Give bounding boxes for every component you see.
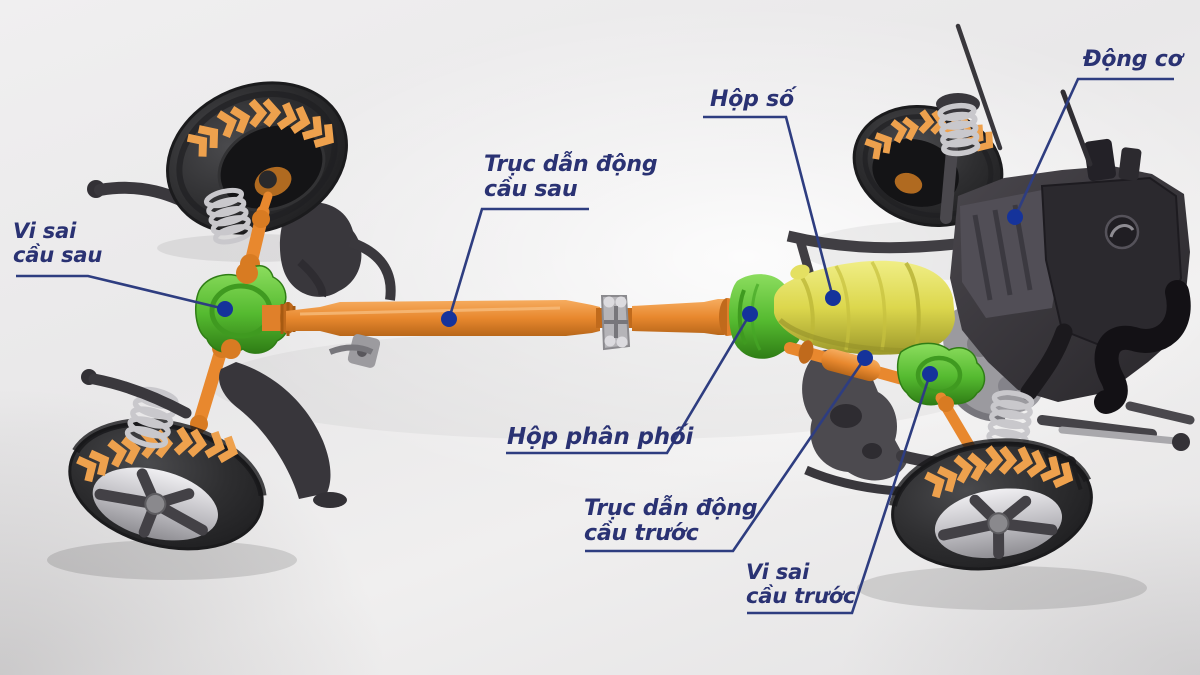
dot-front-driveshaft	[857, 350, 873, 366]
leader-gearbox	[703, 115, 835, 299]
label-rear-diff: Vi sai cầu sau	[13, 219, 103, 268]
gearbox	[774, 260, 955, 355]
dot-rear-driveshaft	[441, 311, 457, 327]
label-engine: Động cơ	[1083, 47, 1183, 72]
dot-rear-diff	[217, 301, 233, 317]
leader-lines	[16, 77, 1174, 615]
rear-differential	[194, 262, 296, 359]
front-strut	[936, 93, 980, 224]
intake-hose	[1094, 280, 1191, 414]
rear-trailing-arm	[81, 334, 381, 508]
leader-dots	[217, 209, 1023, 382]
leader-engine	[1013, 77, 1174, 218]
leader-front-diff	[747, 373, 932, 615]
label-gearbox: Hộp số	[710, 87, 794, 112]
engine-emblem	[1104, 214, 1140, 250]
dot-engine	[1007, 209, 1023, 225]
label-rear-driveshaft: Trục dẫn động cầu sau	[484, 152, 658, 203]
label-front-driveshaft: Trục dẫn động cầu trước	[584, 496, 758, 547]
label-transfer-case: Hộp phân phối	[507, 424, 694, 450]
leader-rear-diff	[16, 274, 226, 311]
rear-suspension	[87, 180, 396, 301]
dot-gearbox	[825, 290, 841, 306]
engine	[943, 23, 1191, 422]
leader-rear-driveshaft	[447, 207, 589, 320]
leader-transfer-case	[506, 313, 752, 455]
leader-front-driveshaft	[585, 357, 867, 553]
dot-transfer-case	[742, 306, 758, 322]
front-drive-shaft	[784, 340, 912, 386]
label-front-diff: Vi sai cầu trước	[746, 560, 856, 609]
dot-front-diff	[922, 366, 938, 382]
